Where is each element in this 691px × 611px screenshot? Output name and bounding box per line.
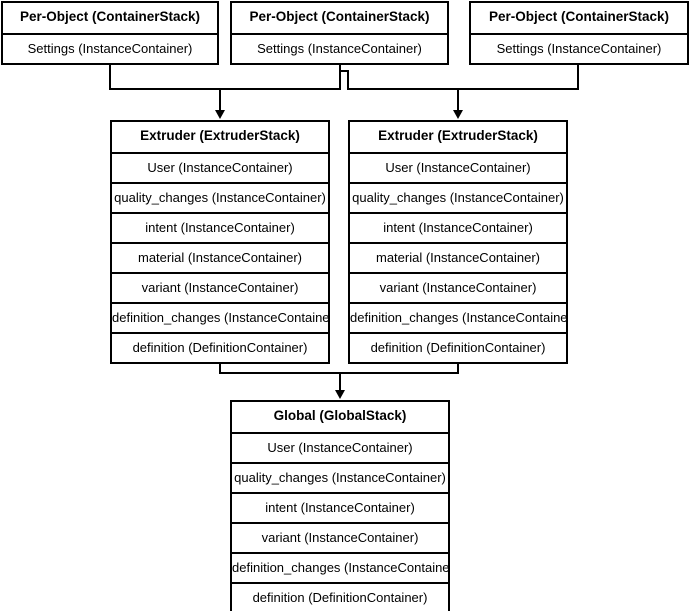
stack-header: Per-Object (ContainerStack) <box>3 3 217 33</box>
stack-header: Per-Object (ContainerStack) <box>232 3 447 33</box>
connector-extruder2-stub <box>457 360 459 374</box>
connector-perobject2-stub <box>339 62 341 72</box>
stack-per-object-2[interactable]: Per-Object (ContainerStack) Settings (In… <box>230 1 449 65</box>
container-row-intent: intent (InstanceContainer) <box>232 492 448 522</box>
stack-per-object-3[interactable]: Per-Object (ContainerStack) Settings (In… <box>469 1 689 65</box>
container-row-user: User (InstanceContainer) <box>112 152 328 182</box>
container-row-definition-changes: definition_changes (InstanceContainer) <box>112 302 328 332</box>
arrowhead-into-extruder2 <box>453 110 463 119</box>
connector-extruder1-feed <box>219 88 221 114</box>
stack-header: Extruder (ExtruderStack) <box>350 122 566 152</box>
connector-perobject2-right-leg <box>347 72 349 90</box>
container-row-intent: intent (InstanceContainer) <box>350 212 566 242</box>
stack-header: Per-Object (ContainerStack) <box>471 3 687 33</box>
container-row-variant: variant (InstanceContainer) <box>350 272 566 302</box>
container-row-definition: definition (DefinitionContainer) <box>232 582 448 611</box>
container-row-intent: intent (InstanceContainer) <box>112 212 328 242</box>
container-row-material: material (InstanceContainer) <box>112 242 328 272</box>
connector-bar-left <box>109 88 341 90</box>
connector-perobject3-stub <box>577 62 579 90</box>
stack-per-object-1[interactable]: Per-Object (ContainerStack) Settings (In… <box>1 1 219 65</box>
container-row-variant: variant (InstanceContainer) <box>232 522 448 552</box>
connector-perobject2-left-leg <box>339 72 341 90</box>
connector-extruder2-feed <box>457 88 459 114</box>
arrowhead-into-global <box>335 390 345 399</box>
arrowhead-into-extruder1 <box>215 110 225 119</box>
stack-header: Global (GlobalStack) <box>232 402 448 432</box>
container-row-definition: definition (DefinitionContainer) <box>112 332 328 362</box>
container-row-definition: definition (DefinitionContainer) <box>350 332 566 362</box>
container-row-quality-changes: quality_changes (InstanceContainer) <box>112 182 328 212</box>
container-row-user: User (InstanceContainer) <box>232 432 448 462</box>
container-row-variant: variant (InstanceContainer) <box>112 272 328 302</box>
container-row-definition-changes: definition_changes (InstanceContainer) <box>350 302 566 332</box>
container-row-user: User (InstanceContainer) <box>350 152 566 182</box>
connector-perobject2-split <box>339 70 349 72</box>
container-row-quality-changes: quality_changes (InstanceContainer) <box>350 182 566 212</box>
stack-extruder-1[interactable]: Extruder (ExtruderStack) User (InstanceC… <box>110 120 330 364</box>
container-row-settings: Settings (InstanceContainer) <box>232 33 447 63</box>
container-row-quality-changes: quality_changes (InstanceContainer) <box>232 462 448 492</box>
stack-header: Extruder (ExtruderStack) <box>112 122 328 152</box>
container-row-settings: Settings (InstanceContainer) <box>3 33 217 63</box>
stack-global[interactable]: Global (GlobalStack) User (InstanceConta… <box>230 400 450 611</box>
container-row-definition-changes: definition_changes (InstanceContainer) <box>232 552 448 582</box>
connector-extruder1-stub <box>219 360 221 374</box>
stack-extruder-2[interactable]: Extruder (ExtruderStack) User (InstanceC… <box>348 120 568 364</box>
connector-perobject1-stub <box>109 62 111 90</box>
connector-bar-right <box>347 88 579 90</box>
container-row-material: material (InstanceContainer) <box>350 242 566 272</box>
container-row-settings: Settings (InstanceContainer) <box>471 33 687 63</box>
connector-global-feed <box>339 372 341 394</box>
